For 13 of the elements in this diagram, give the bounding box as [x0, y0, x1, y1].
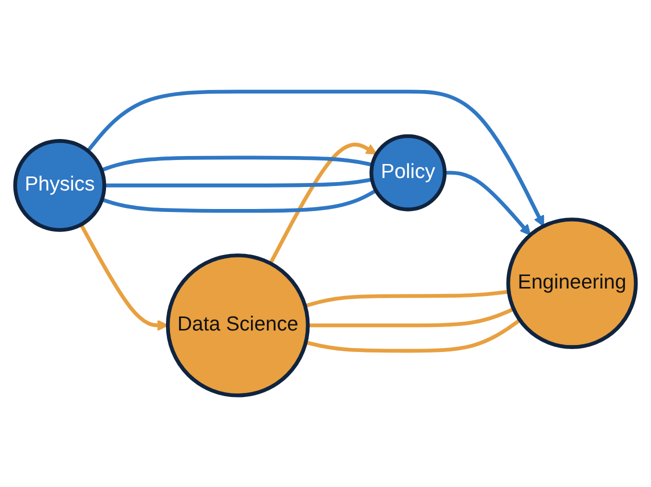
node-circle: Policy: [369, 134, 447, 212]
connector: [308, 307, 514, 328]
node-circle: Data Science: [166, 253, 310, 398]
node-circle: Physics: [13, 139, 106, 232]
connector: [101, 188, 377, 213]
arrow: [268, 142, 378, 264]
connector: [304, 290, 510, 308]
connector: [100, 156, 373, 172]
node-circle: Engineering: [506, 218, 638, 349]
arrow: [86, 90, 544, 227]
connector: [305, 318, 522, 353]
connector: [104, 178, 372, 188]
arrow: [444, 170, 531, 236]
